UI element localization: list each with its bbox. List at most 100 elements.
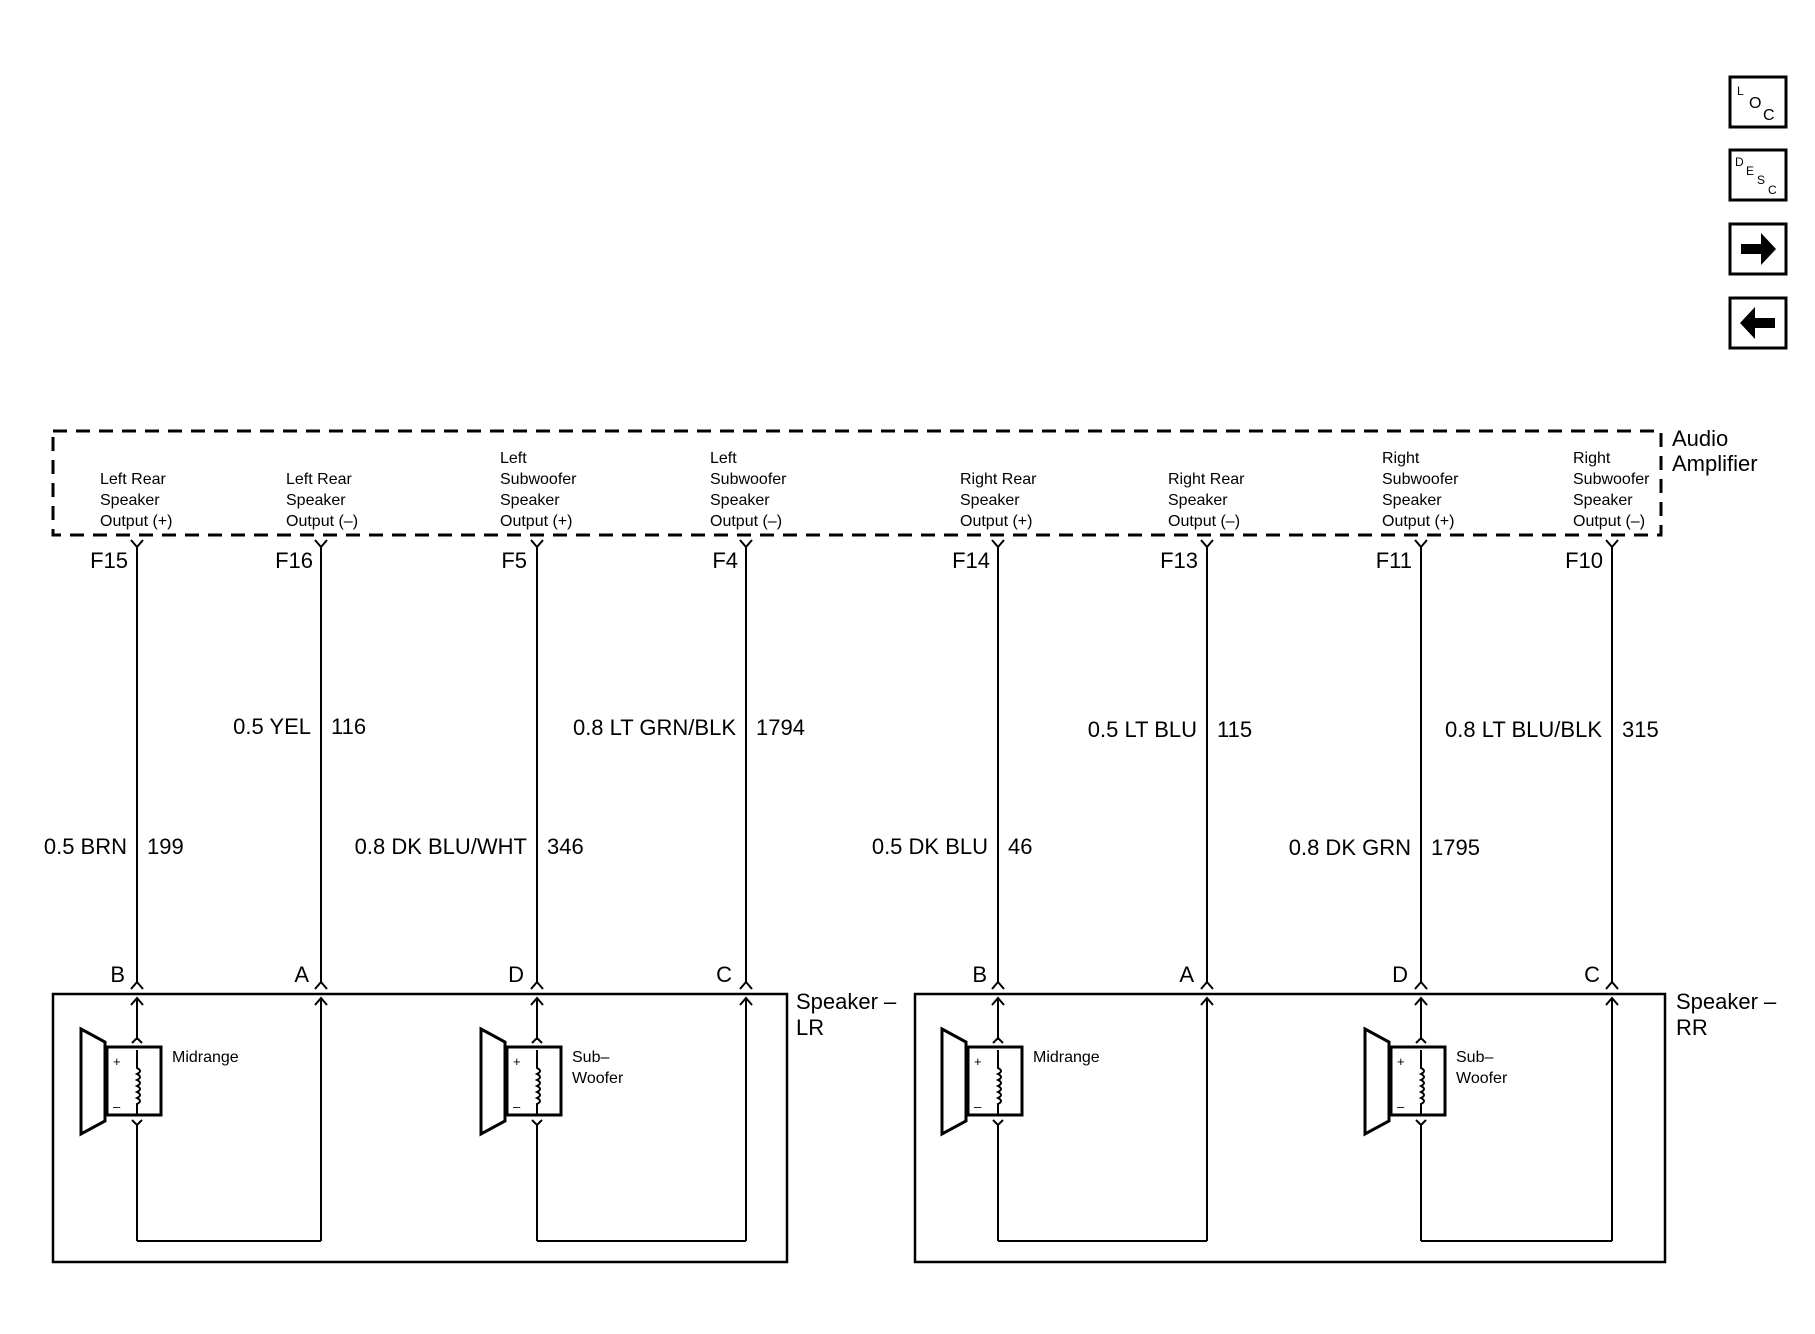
speaker-element-label: Midrange bbox=[1033, 1049, 1100, 1066]
amplifier-signal-label: Speaker bbox=[960, 492, 1020, 509]
connector-chevron bbox=[739, 980, 753, 990]
amplifier-signal-label: Left bbox=[500, 450, 527, 467]
speaker-connector-pin: C bbox=[1584, 962, 1600, 987]
amplifier-pin-label: F10 bbox=[1565, 548, 1603, 573]
wire-circuit-number: 346 bbox=[547, 834, 584, 859]
speaker-connector-pin: A bbox=[294, 962, 309, 987]
amplifier-signal-label: Output (+) bbox=[1382, 513, 1454, 530]
speaker-element: + – Sub– Woofer bbox=[1363, 998, 1613, 1242]
desc-letter-4: C bbox=[1768, 183, 1777, 197]
wire-circuit-number: 315 bbox=[1622, 717, 1659, 742]
amplifier-signal-label: Output (+) bbox=[500, 513, 572, 530]
connector-chevron bbox=[314, 980, 328, 990]
amp-terminal-chevron bbox=[530, 539, 544, 549]
amplifier-signal-label: Speaker bbox=[100, 492, 160, 509]
amplifier-pin-label: F5 bbox=[501, 548, 527, 573]
desc-button[interactable]: D E S C bbox=[1728, 148, 1788, 202]
wire-color-label: 0.8 LT BLU/BLK bbox=[1445, 717, 1602, 742]
amp-terminal-chevron bbox=[130, 539, 144, 549]
back-button[interactable] bbox=[1728, 296, 1788, 350]
voice-coil-icon bbox=[534, 1050, 541, 1114]
forward-button[interactable] bbox=[1728, 222, 1788, 276]
amplifier-signal-label: Left bbox=[710, 450, 737, 467]
desc-letter-3: S bbox=[1757, 173, 1765, 187]
speaker-element-label: Woofer bbox=[572, 1070, 624, 1087]
amplifier-signal-label: Subwoofer bbox=[1573, 471, 1650, 488]
loc-letter-2: O bbox=[1749, 95, 1761, 112]
amp-terminal-chevron bbox=[1605, 539, 1619, 549]
speaker-element-label: Woofer bbox=[1456, 1070, 1508, 1087]
connector-chevron bbox=[130, 980, 144, 990]
wire-circuit-number: 46 bbox=[1008, 834, 1032, 859]
speaker-rr-box bbox=[913, 992, 1667, 1264]
speaker-rr-name-line1: Speaker – bbox=[1676, 989, 1777, 1014]
minus-sign: – bbox=[113, 1099, 121, 1114]
amplifier-signal-label: Speaker bbox=[710, 492, 770, 509]
amplifier-signal-label: Output (–) bbox=[1573, 513, 1645, 530]
speaker-lr-name-line2: LR bbox=[796, 1015, 824, 1040]
speaker-element-label: Sub– bbox=[1456, 1049, 1493, 1066]
minus-sign: – bbox=[1397, 1099, 1405, 1114]
speaker-rr-name-line2: RR bbox=[1676, 1015, 1708, 1040]
connector-chevron bbox=[991, 980, 1005, 990]
amplifier-signal-label: Right Rear bbox=[960, 471, 1037, 488]
amplifier-pin-label: F15 bbox=[90, 548, 128, 573]
amplifier-signal-label: Right Rear bbox=[1168, 471, 1245, 488]
wire-circuit-number: 1795 bbox=[1431, 835, 1480, 860]
wire-color-label: 0.8 DK BLU/WHT bbox=[355, 834, 527, 859]
amplifier-signal-label: Output (+) bbox=[100, 513, 172, 530]
audio-amplifier-box bbox=[51, 429, 1663, 537]
desc-letter-1: D bbox=[1735, 155, 1744, 169]
speaker-cone-icon bbox=[479, 1026, 563, 1137]
amplifier-pin-label: F4 bbox=[712, 548, 738, 573]
loc-letter-3: C bbox=[1763, 107, 1775, 124]
amplifier-signal-label: Output (+) bbox=[960, 513, 1032, 530]
speaker-element: +–Sub–Woofer bbox=[479, 998, 747, 1242]
speaker-connector-pin: C bbox=[716, 962, 732, 987]
wire-color-label: 0.8 DK GRN bbox=[1289, 835, 1411, 860]
desc-letter-2: E bbox=[1746, 164, 1754, 178]
speaker-connector-pin: D bbox=[508, 962, 524, 987]
amp-terminal-chevron bbox=[1414, 539, 1428, 549]
amp-terminal-chevron bbox=[991, 539, 1005, 549]
wire-circuit-number: 116 bbox=[331, 714, 366, 739]
loc-button[interactable]: L O C bbox=[1728, 75, 1788, 129]
speaker-connector-pin: B bbox=[972, 962, 987, 987]
minus-sign: – bbox=[974, 1099, 982, 1114]
wire-circuit-number: 1794 bbox=[756, 715, 805, 740]
plus-sign: + bbox=[513, 1054, 521, 1069]
amplifier-signal-label: Output (–) bbox=[710, 513, 782, 530]
loc-letter-1: L bbox=[1737, 84, 1744, 98]
amplifier-signal-label: Speaker bbox=[1573, 492, 1633, 509]
wire-color-label: 0.5 YEL bbox=[233, 714, 311, 739]
amplifier-signal-label: Subwoofer bbox=[1382, 471, 1459, 488]
speaker-cone-icon bbox=[1363, 1026, 1447, 1137]
speaker-cone-icon bbox=[79, 1026, 163, 1137]
speaker-connector-pin: A bbox=[1179, 962, 1194, 987]
connector-chevron bbox=[1605, 980, 1619, 990]
wire-circuit-number: 115 bbox=[1217, 717, 1252, 742]
arrow-left-icon bbox=[1740, 307, 1775, 339]
amplifier-signal-label: Output (–) bbox=[286, 513, 358, 530]
amplifier-pin-label: F14 bbox=[952, 548, 990, 573]
amplifier-signal-label: Left Rear bbox=[286, 471, 352, 488]
amplifier-signal-label: Speaker bbox=[1382, 492, 1442, 509]
connector-chevron bbox=[1200, 980, 1214, 990]
arrow-right-icon bbox=[1741, 233, 1776, 265]
wire: 0.8 DK BLU/WHT 346 bbox=[355, 539, 584, 1006]
speaker-cone-icon bbox=[940, 1026, 1024, 1137]
speaker-element: +–Midrange bbox=[940, 998, 1208, 1242]
wire-circuit-number: 199 bbox=[147, 834, 184, 859]
amp-terminal-chevron bbox=[1200, 539, 1214, 549]
amplifier-pin-label: F11 bbox=[1376, 548, 1412, 573]
plus-sign: + bbox=[1397, 1054, 1405, 1069]
speaker-element-label: Sub– bbox=[572, 1049, 609, 1066]
amplifier-pin-label: F13 bbox=[1160, 548, 1198, 573]
voice-coil-icon bbox=[1418, 1050, 1425, 1114]
